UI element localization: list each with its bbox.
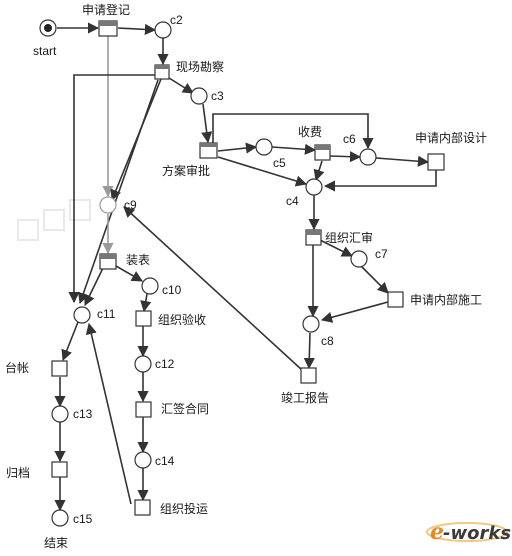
- arc-fee-c6: [329, 151, 362, 163]
- arc-design-c4: [323, 170, 437, 192]
- label-c7: c7: [375, 247, 388, 261]
- arc-c10-acceptance: [140, 293, 152, 313]
- arc-review-c6: [212, 113, 374, 150]
- transition-organize: [305, 229, 322, 246]
- arc-c6-design: [375, 155, 430, 167]
- transition-fee: [314, 144, 331, 161]
- start-place: [39, 19, 57, 37]
- label-fee: 收费: [298, 125, 322, 139]
- label-archive: 归档: [6, 466, 30, 480]
- labels: start 申请登记 c2 现场勘察 c3 方案审批 c5 收费 c6 申请内部…: [5, 2, 487, 550]
- places: [39, 19, 377, 527]
- arc-survey-c11: [68, 74, 156, 304]
- transition-acceptance: [135, 310, 152, 327]
- label-c5: c5: [273, 156, 286, 170]
- transition-review: [199, 142, 218, 159]
- transition-delivery: [134, 499, 151, 516]
- arc-meter-c11: [84, 267, 104, 307]
- arc-meter-c10: [115, 265, 143, 282]
- label-c8: c8: [321, 334, 334, 348]
- label-survey: 现场勘察: [176, 60, 224, 74]
- transition-internal-design: [427, 153, 445, 171]
- label-c15: c15: [73, 512, 93, 526]
- label-c4: c4: [286, 194, 299, 208]
- transition-internal-build: [387, 291, 404, 308]
- label-c14: c14: [155, 454, 175, 468]
- place-c12: [134, 355, 152, 373]
- label-internal-design: 申请内部设计: [415, 130, 487, 145]
- label-c10: c10: [162, 283, 182, 297]
- label-delivery: 组织投运: [160, 501, 208, 516]
- arc-apply-c2: [117, 23, 157, 36]
- label-acceptance: 组织验收: [158, 312, 206, 327]
- label-apply: 申请登记: [82, 2, 130, 17]
- place-c11: [73, 306, 91, 324]
- place-c6: [359, 148, 377, 166]
- place-c15: [51, 509, 69, 527]
- arc-survey-c3: [168, 77, 194, 94]
- arc-report-c9: [123, 206, 303, 371]
- eworks-logo: e -works: [426, 519, 511, 545]
- watermark: [17, 199, 91, 241]
- label-c13: c13: [73, 407, 93, 421]
- transition-contract: [135, 401, 152, 418]
- arc-fee-c4: [313, 160, 325, 182]
- arc-c5-fee: [271, 143, 317, 155]
- transition-complete-report: [300, 367, 317, 384]
- arc-survey-c11b: [78, 79, 159, 305]
- label-c2: c2: [170, 13, 183, 27]
- label-end: 结束: [44, 536, 68, 550]
- place-c7: [350, 250, 368, 268]
- arcs: [54, 22, 437, 512]
- transition-ledger: [51, 360, 68, 377]
- label-ledger: 台帐: [5, 360, 29, 375]
- label-internal-build: 申请内部施工: [410, 292, 482, 307]
- arc-review-c4: [217, 156, 308, 187]
- place-c4: [305, 178, 323, 196]
- label-c12: c12: [155, 357, 175, 371]
- transition-survey: [154, 64, 170, 80]
- place-c13: [51, 405, 69, 423]
- transition-apply: [98, 20, 118, 37]
- arc-organize-c7: [319, 239, 354, 257]
- arc-review-c5: [217, 142, 258, 154]
- place-c5: [255, 138, 273, 156]
- place-c8: [302, 315, 320, 333]
- transitions: [51, 20, 445, 516]
- label-review: 方案审批: [162, 163, 210, 178]
- label-c6: c6: [343, 132, 356, 146]
- label-meter: 装表: [126, 253, 150, 267]
- arc-c8-report: [303, 332, 315, 370]
- arc-delivery-c11: [85, 322, 132, 505]
- label-contract: 汇签合同: [161, 401, 209, 416]
- arc-c11-ledger: [61, 321, 79, 362]
- arc-c3-review: [201, 103, 213, 144]
- label-c9: c9: [124, 198, 137, 212]
- label-complete-report: 竣工报告: [281, 390, 329, 405]
- logo-e: e: [430, 519, 444, 545]
- place-c10: [141, 277, 159, 295]
- logo-works: -works: [443, 523, 511, 544]
- place-c14: [134, 451, 152, 469]
- place-c9: [99, 196, 117, 214]
- place-c3: [190, 87, 208, 105]
- label-start: start: [33, 44, 57, 58]
- place-c2: [154, 21, 172, 39]
- label-c3: c3: [211, 89, 224, 103]
- label-c11: c11: [97, 307, 116, 321]
- label-organize: 组织汇审: [325, 230, 373, 245]
- transition-meter: [99, 253, 117, 270]
- arc-c7-build: [360, 265, 389, 294]
- arc-build-c8: [320, 301, 389, 323]
- transition-archive: [51, 461, 68, 478]
